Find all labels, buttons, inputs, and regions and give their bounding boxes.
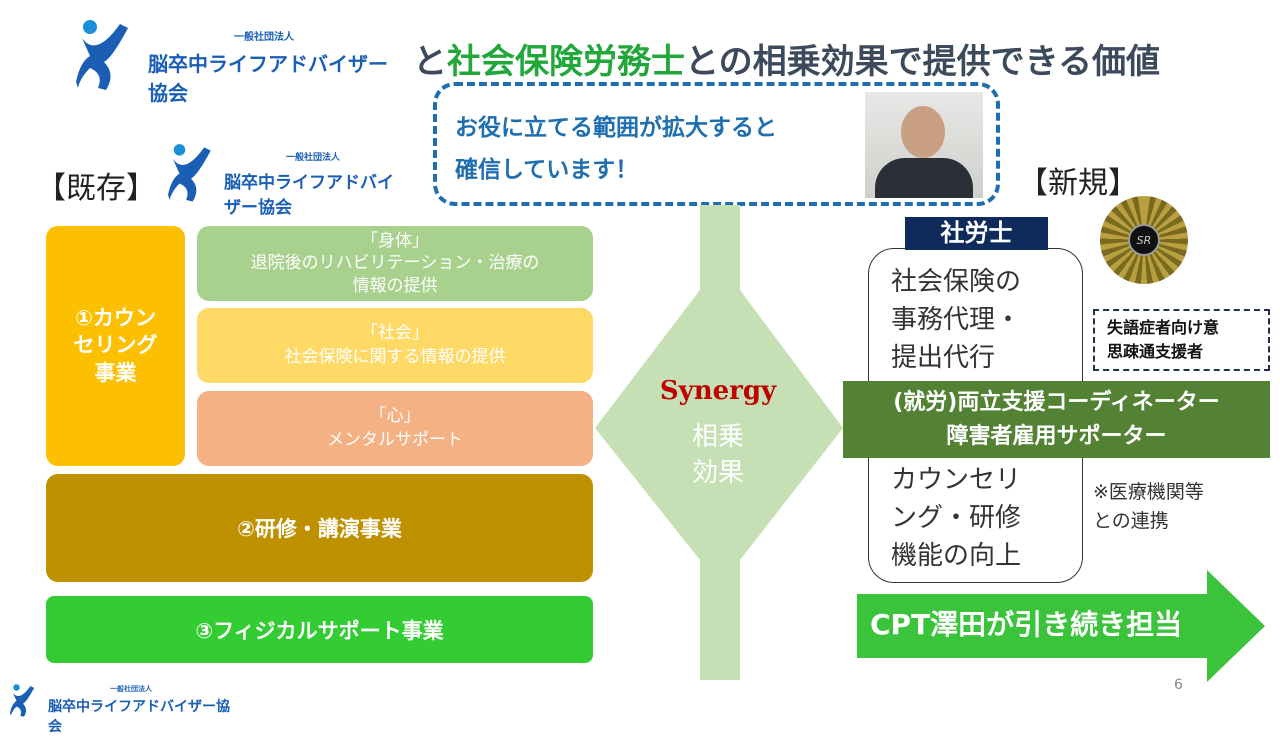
body-info-box: 「身体」退院後のリハビリテーション・治療の情報の提供: [197, 226, 593, 301]
runner-logo-icon: [10, 684, 35, 717]
coordinator-bar: (就労)両立支援コーディネーター障害者雇用サポーター: [843, 381, 1270, 458]
page-title: と社会保険労務士との相乗効果で提供できる価値: [413, 42, 1160, 82]
logo-mid: 一般社団法人 脳卒中ライフアドバイザー協会: [168, 140, 408, 218]
social-info-box: 「社会」社会保険に関する情報の提供: [197, 308, 593, 383]
page-number: 6: [1174, 677, 1183, 693]
sr-badge-icon: SR: [1100, 196, 1188, 284]
existing-label: 【既存】: [36, 171, 156, 206]
new-label: 【新規】: [1018, 166, 1138, 201]
arrow-right-icon: [857, 570, 1265, 682]
note-text: ※医療機関等との連携: [1093, 481, 1204, 532]
synergy-arrow-shape: [595, 205, 843, 680]
runner-logo-icon: [168, 144, 211, 202]
logo-top: 一般社団法人 脳卒中ライフアドバイザー協会: [76, 18, 396, 105]
training-business-box: ②研修・講演事業: [46, 474, 593, 582]
continued-by-label: CPT澤田が引き続き担当: [870, 608, 1183, 641]
sr-box: 社会保険の事務代理・提出代行 カウンセリング・研修機能の向上: [868, 248, 1083, 583]
sr-label: 社労士: [905, 217, 1048, 250]
synergy-label: Synergy: [659, 376, 777, 406]
callout-box: お役に立てる範囲が拡大すると 確信しています！: [433, 82, 1000, 206]
logo-bottom: 一般社団法人 脳卒中ライフアドバイザー協会: [10, 683, 230, 735]
speaker-photo: [865, 92, 983, 198]
counseling-business-box: ①カウンセリング事業: [46, 226, 185, 466]
runner-logo-icon: [76, 20, 128, 90]
aphasia-support-box: 失語症者向け意思疎通支援者: [1093, 309, 1270, 371]
mental-support-box: 「心」メンタルサポート: [197, 391, 593, 466]
physical-support-box: ③フィジカルサポート事業: [46, 596, 593, 663]
